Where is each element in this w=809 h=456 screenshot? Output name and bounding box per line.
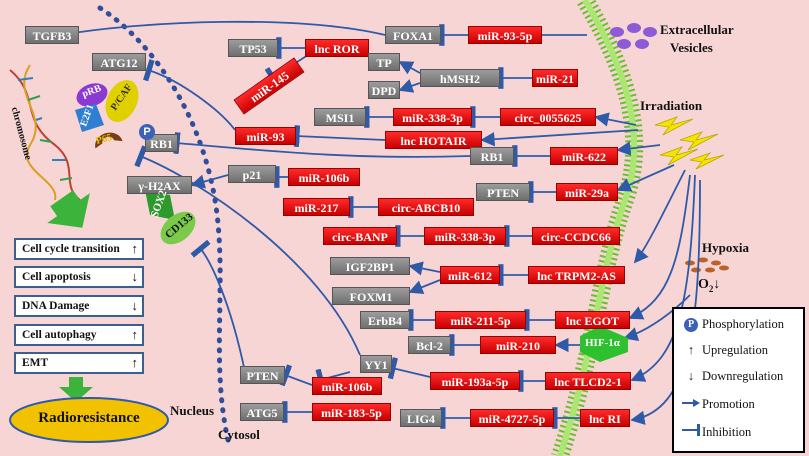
- node-mir21: miR-21: [532, 69, 578, 87]
- legend-inhibition: Inhibition: [680, 421, 751, 443]
- node-mir338-3p-a: miR-338-3p: [393, 108, 472, 126]
- irradiation-bolts-icon: [654, 116, 725, 170]
- node-hmsh2: hMSH2: [420, 69, 500, 87]
- vesicles-icon: [610, 23, 657, 49]
- down-arrow-icon: ↓: [687, 369, 695, 383]
- node-lnc-trpm2: lnc TRPM2-AS: [528, 266, 625, 284]
- node-lnc-tlcd2: lnc TLCD2-1: [545, 372, 631, 390]
- node-pten-a: PTEN: [476, 183, 530, 201]
- inhibition-bar-icon: [680, 421, 702, 443]
- label-extracellular: Extracellular: [660, 22, 734, 37]
- node-igf2bp1: IGF2BP1: [330, 257, 410, 275]
- node-rb1-right: RB1: [470, 147, 514, 165]
- legend-promotion: Promotion: [680, 393, 755, 415]
- node-mir106b-b: miR-106b: [312, 377, 382, 395]
- node-mir93: miR-93: [235, 127, 296, 145]
- dna-helix-icon: [9, 64, 81, 201]
- outcome-autophagy: Cell autophagy↑: [14, 324, 144, 346]
- node-rb1-left: RB1: [145, 134, 178, 152]
- label-nucleus: Nucleus: [170, 403, 215, 418]
- label-hif: HIF-1α: [585, 337, 620, 349]
- legend-downregulation: ↓Downregulation: [680, 365, 783, 387]
- result-arrow-icon: [59, 377, 93, 402]
- node-atg5: ATG5: [240, 403, 284, 421]
- node-foxa1: FOXA1: [385, 26, 441, 44]
- node-mir106b-a: miR-106b: [288, 168, 360, 186]
- node-h2ax: γ-H2AX: [127, 176, 192, 194]
- label-o2: O2↓: [698, 277, 721, 294]
- node-mir183-5p: miR-183-5p: [312, 403, 391, 421]
- node-mir622: miR-622: [550, 147, 618, 165]
- node-circ-abcb10: circ-ABCB10: [378, 198, 474, 216]
- label-hypoxia: Hypoxia: [702, 240, 749, 255]
- outcome-dna-damage: DNA Damage↓: [14, 295, 144, 317]
- node-mir211-5p: miR-211-5p: [435, 311, 526, 329]
- outcome-apoptosis: Cell apoptosis↓: [14, 266, 144, 288]
- label-vesicles: Vesicles: [670, 40, 713, 55]
- node-foxm1: FOXM1: [332, 287, 410, 305]
- radioresistance-oval: [9, 397, 169, 443]
- node-pten-b: PTEN: [240, 366, 285, 384]
- node-circ-0055625: circ_0055625: [500, 108, 596, 126]
- label-irradiation: Irradiation: [640, 98, 703, 113]
- legend-upregulation: ↑Upregulation: [680, 339, 768, 361]
- node-p21: p21: [228, 165, 276, 183]
- sox2-cd133: [145, 190, 196, 245]
- node-lnc-ri: lnc RI: [580, 409, 630, 427]
- node-lig4: LIG4: [400, 409, 442, 427]
- node-msi1: MSI1: [314, 108, 366, 126]
- phospho-p-icon: P: [139, 124, 155, 140]
- node-yy1: YY1: [360, 355, 392, 373]
- nuclear-envelope: [97, 5, 231, 443]
- node-tgfb3: TGFB3: [25, 26, 79, 44]
- protein-complex: [75, 80, 139, 149]
- node-dpd: DPD: [368, 81, 400, 99]
- node-atg12: ATG12: [92, 53, 146, 71]
- node-erbb4: ErbB4: [360, 311, 410, 329]
- node-circ-ccdc66: circ-CCDC66: [532, 227, 620, 245]
- node-mir93-5p: miR-93-5p: [468, 26, 542, 44]
- hif-shape: [580, 326, 628, 362]
- node-mir217: miR-217: [283, 198, 350, 216]
- result-radioresistance: Radioresistance: [38, 410, 140, 426]
- outcome-cell-cycle: Cell cycle transition↑: [14, 238, 144, 260]
- promotion-arrow-icon: [680, 393, 702, 415]
- up-arrow-icon: ↑: [687, 343, 695, 357]
- node-circ-banp: circ-BANP: [323, 227, 397, 245]
- node-mir193a-5p: miR-193a-5p: [430, 372, 520, 390]
- phospho-legend-icon: P: [684, 318, 698, 333]
- node-bcl2: Bcl-2: [408, 336, 451, 354]
- node-mir338-3p-b: miR-338-3p: [424, 227, 506, 245]
- node-tp53: TP53: [228, 39, 278, 57]
- node-tp: TP: [368, 53, 400, 71]
- node-lnc-ror: lnc ROR: [305, 39, 369, 57]
- outcome-emt: EMT↑: [14, 352, 144, 374]
- node-lnc-hotair: lnc HOTAIR: [385, 131, 482, 149]
- hypoxia-dots-icon: [685, 257, 729, 273]
- node-lnc-egot: lnc EGOT: [555, 311, 630, 329]
- node-mir4727-5p: miR-4727-5p: [470, 409, 554, 427]
- node-mir29a: miR-29a: [556, 183, 618, 201]
- label-cytosol: Cytosol: [218, 427, 260, 442]
- outcome-arrow-icon: [47, 190, 90, 228]
- node-mir210: miR-210: [480, 336, 556, 354]
- node-mir612: miR-612: [440, 266, 500, 284]
